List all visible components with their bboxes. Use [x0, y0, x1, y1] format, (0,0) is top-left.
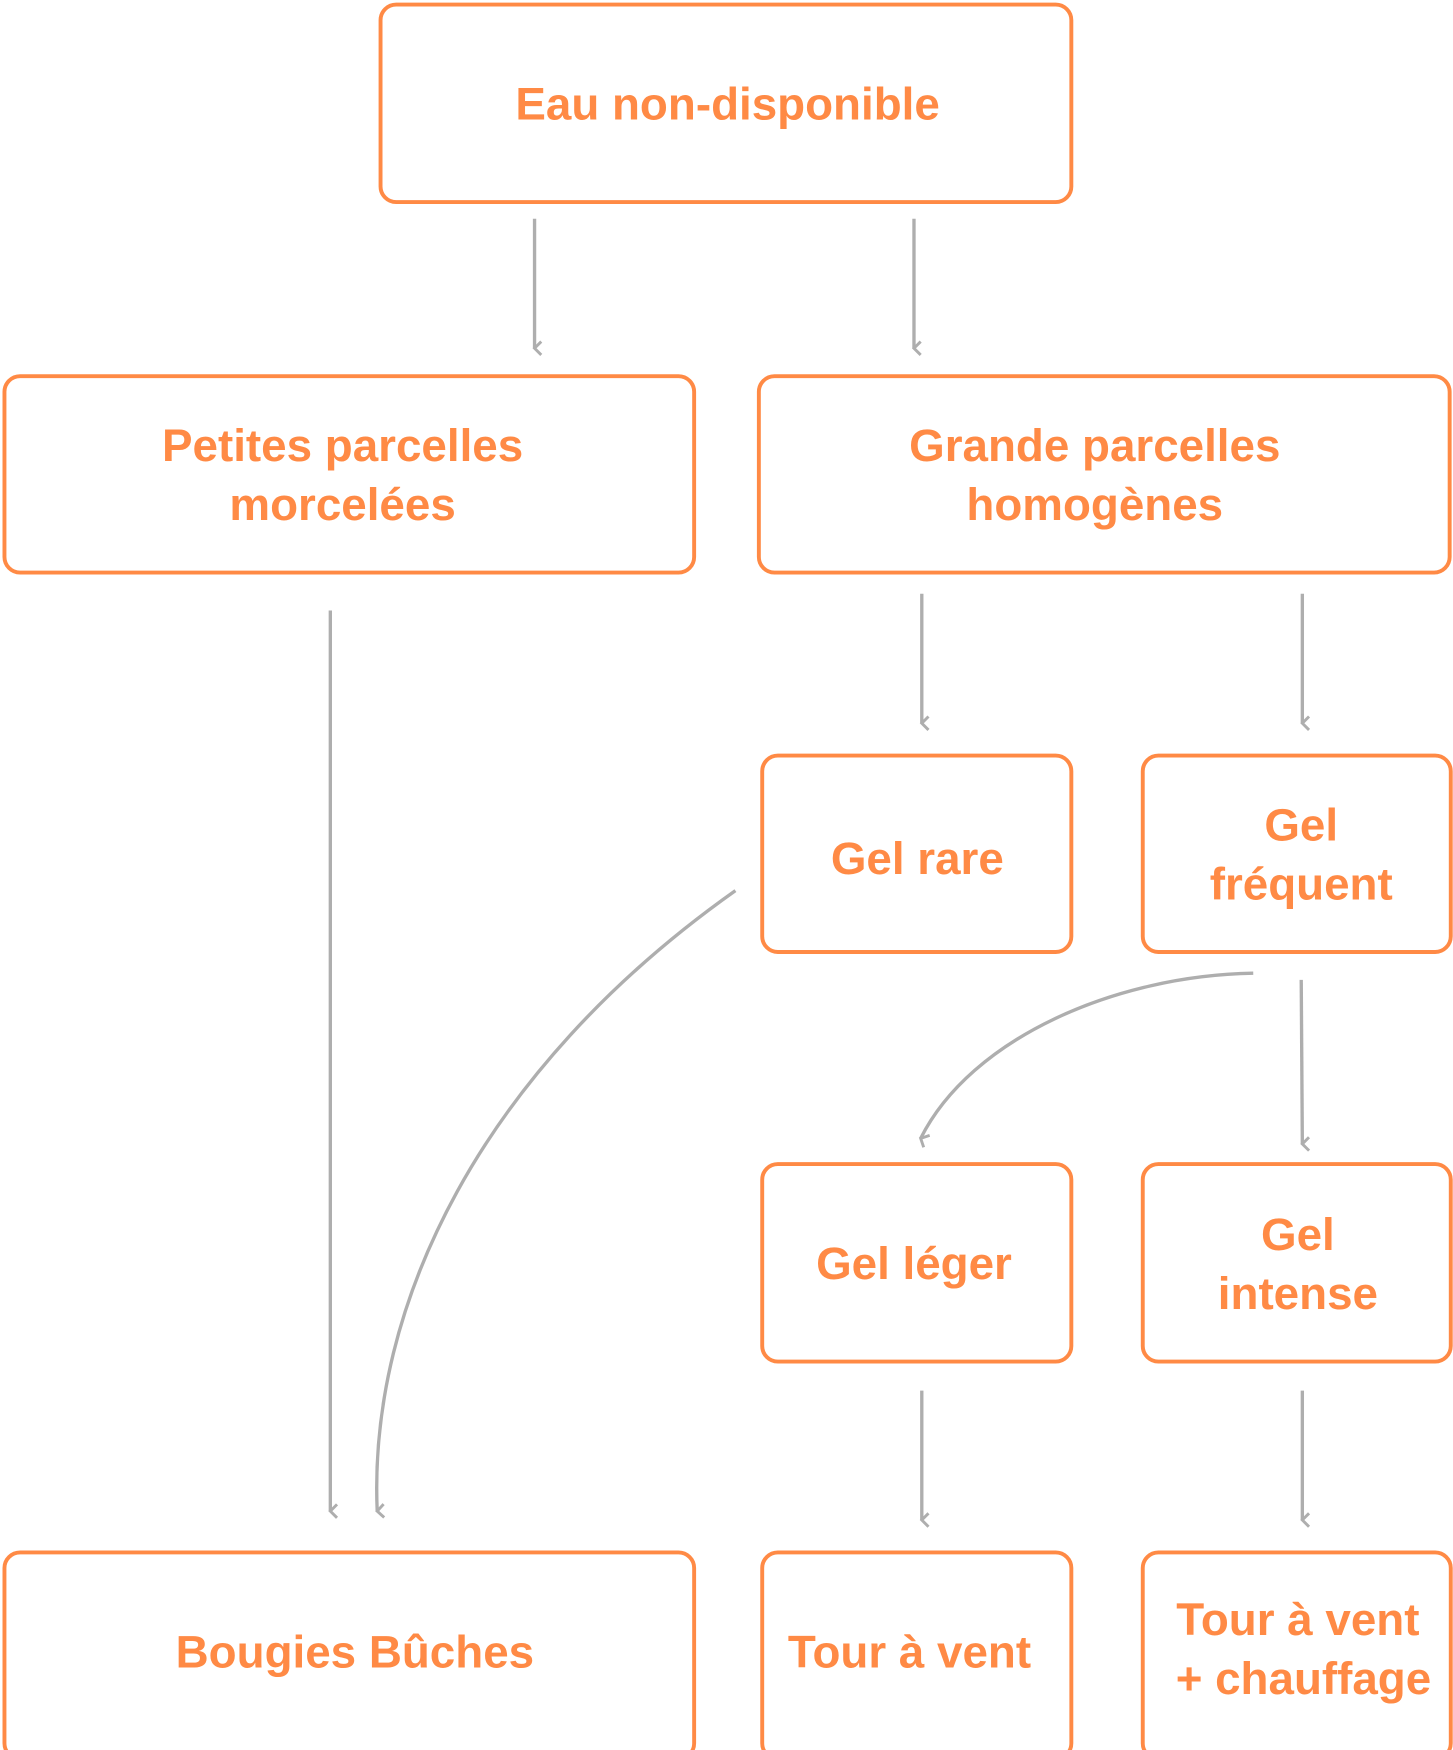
node-bougies-buches: Bougies Bûches [2, 1550, 697, 1750]
node-gel-leger: Gel léger [760, 1162, 1074, 1364]
node-tour-a-vent: Tour à vent [760, 1550, 1074, 1750]
svg-text:Bougies Bûches: Bougies Bûches [176, 1626, 534, 1677]
svg-text:Eau non-disponible: Eau non-disponible [515, 78, 939, 129]
node-gel-rare: Gel rare [760, 753, 1074, 954]
arrow-gel-frequent-to-gel-intense [1299, 979, 1311, 1152]
arrows [328, 218, 1311, 1528]
arrow-gel-rare-to-bougies [375, 889, 737, 1519]
svg-text:Gel rare: Gel rare [831, 833, 1004, 884]
arrow-gel-frequent-to-gel-leger [918, 971, 1254, 1148]
svg-text:Tour à vent: Tour à vent [788, 1626, 1031, 1677]
svg-text:Tour à vent+ chauffage: Tour à vent+ chauffage [1176, 1594, 1432, 1704]
node-eau-non-disponible: Eau non-disponible [378, 2, 1074, 205]
svg-text:Gel léger: Gel léger [816, 1238, 1012, 1289]
node-tour-a-vent-chauffage: Tour à vent+ chauffage [1140, 1550, 1453, 1750]
